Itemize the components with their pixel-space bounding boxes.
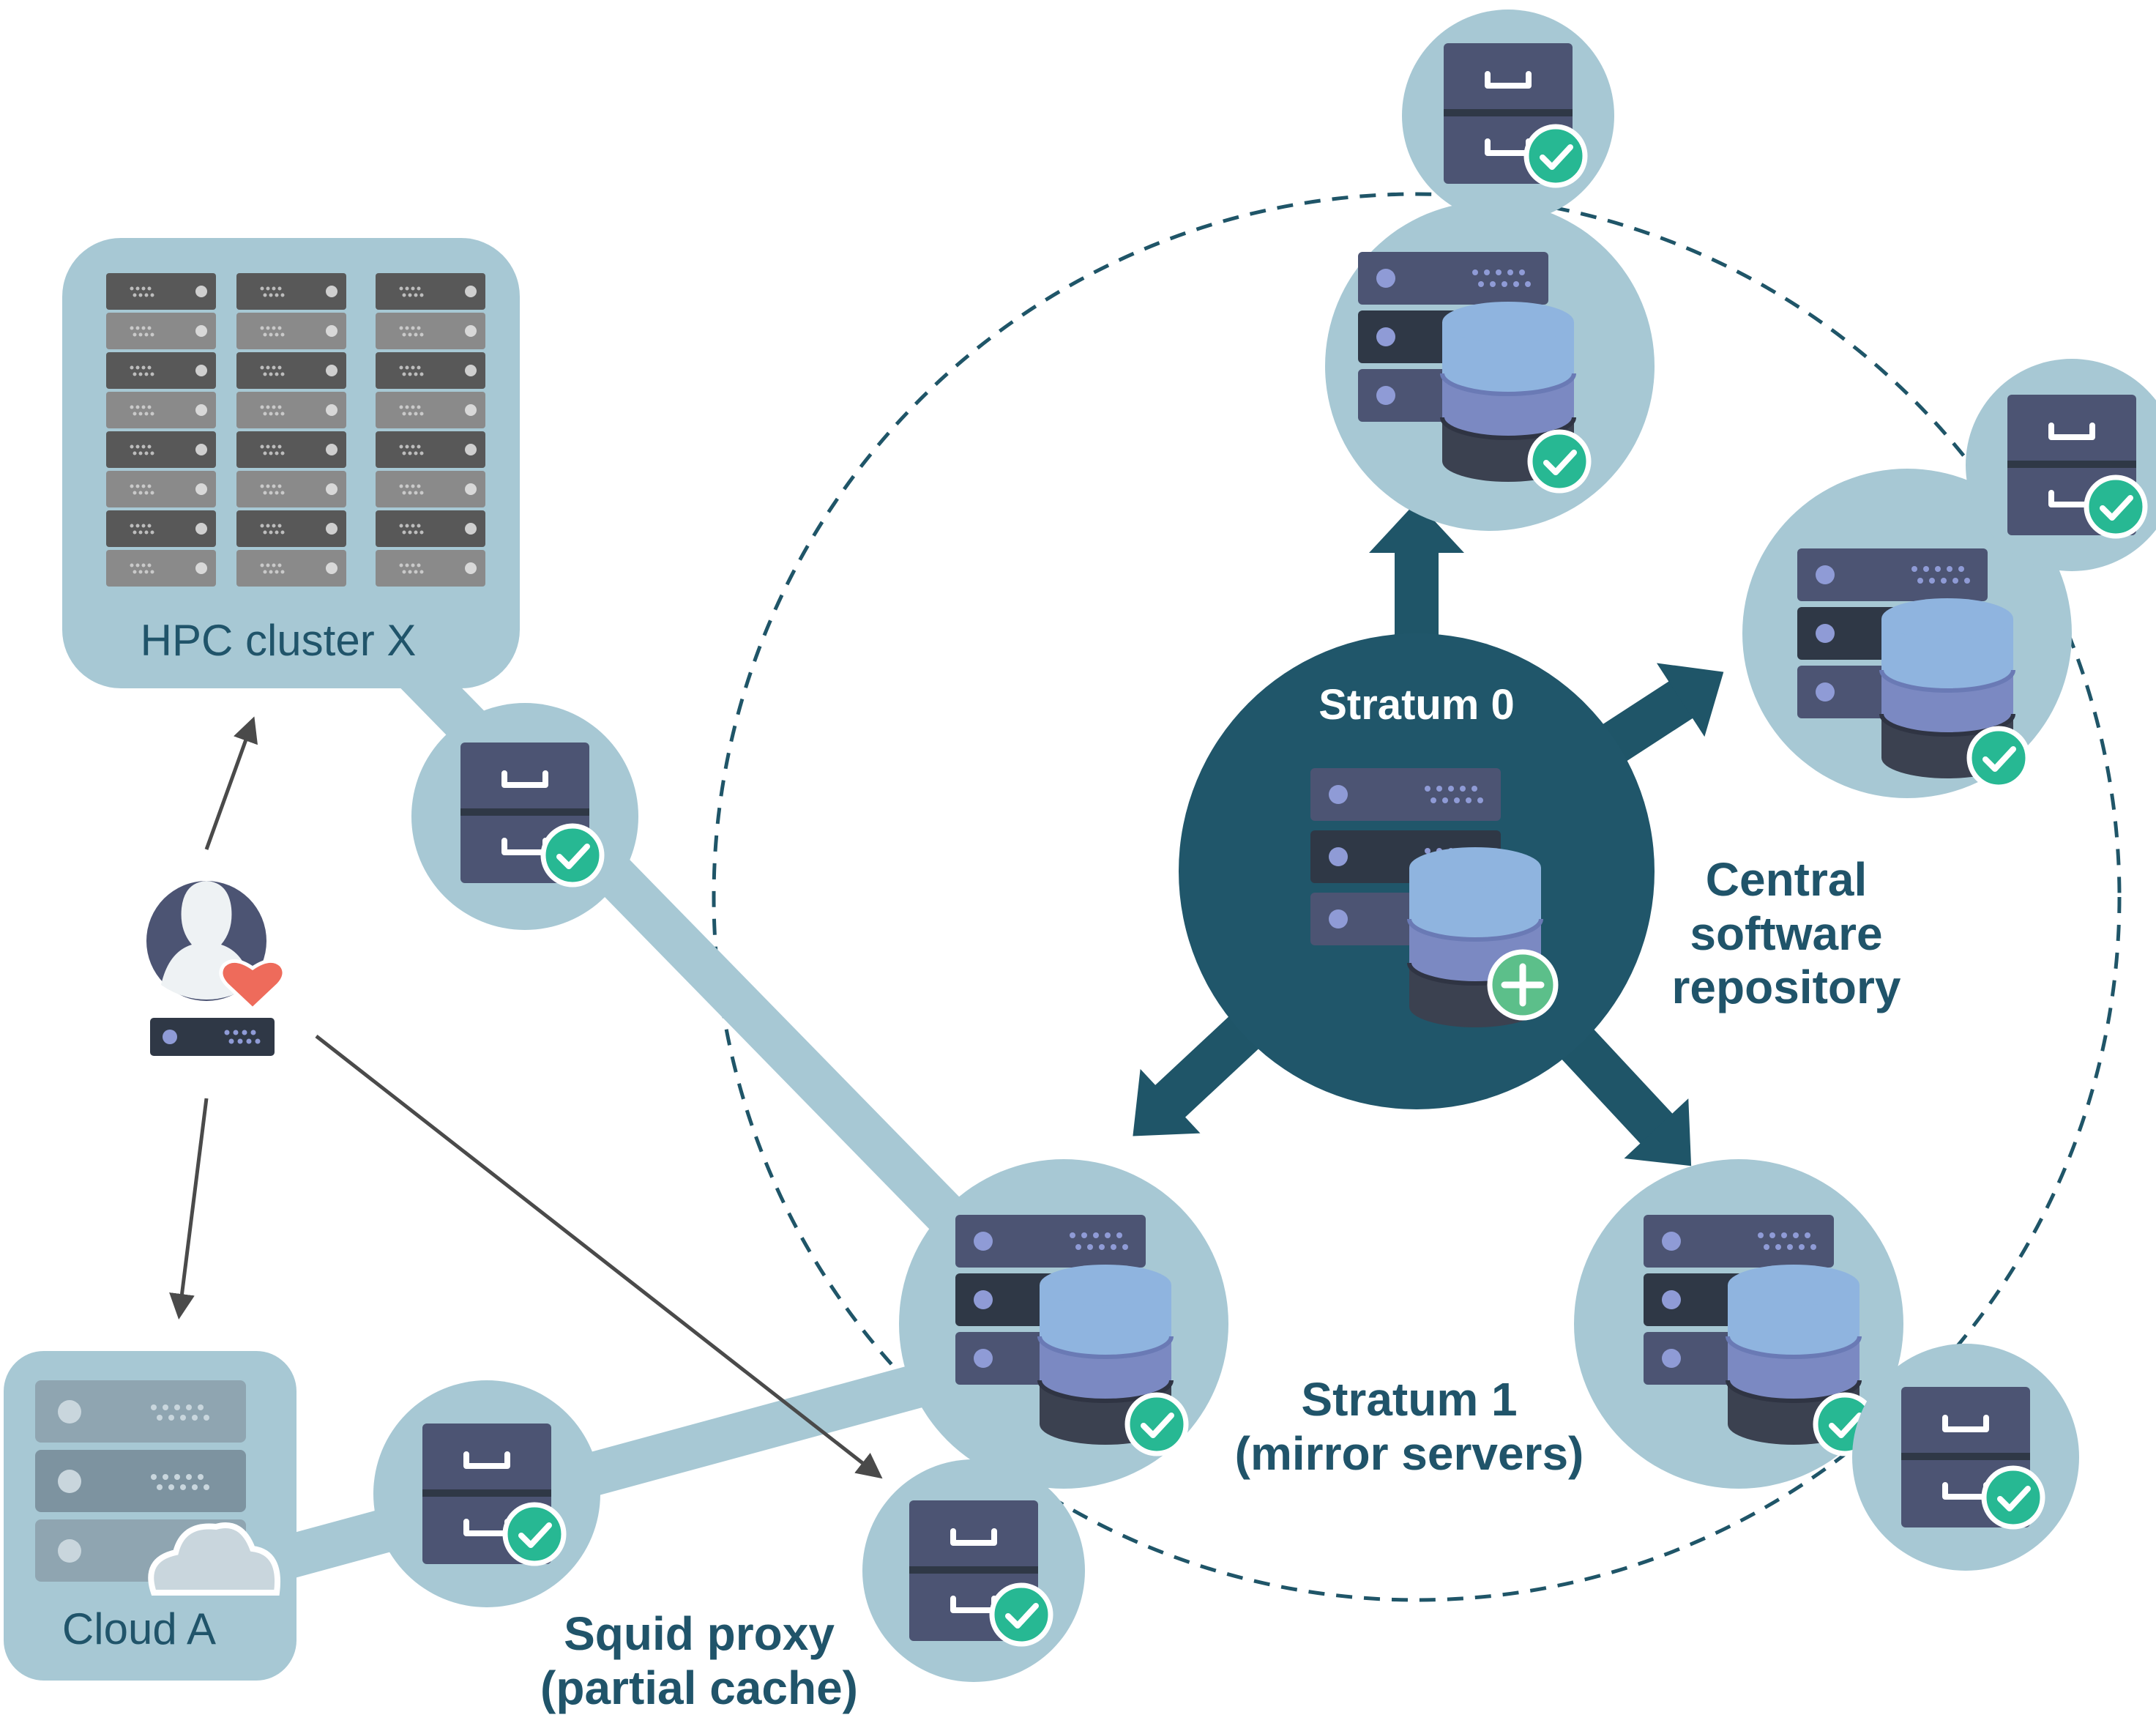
central-repository-line-1: Central	[1705, 853, 1868, 906]
central-repository-line-3: repository	[1671, 961, 1901, 1014]
stratum0-label: Stratum 0	[1318, 681, 1515, 729]
stratum1-server-right	[1742, 469, 2072, 798]
proxy-cabinet-right	[1966, 359, 2156, 571]
cloud-box	[4, 1351, 296, 1681]
squid-proxy-line-2: (partial cache)	[540, 1661, 858, 1714]
stratum1-line-1: Stratum 1	[1301, 1373, 1518, 1426]
hpc-cluster-label: HPC cluster X	[140, 616, 417, 665]
squid-proxy-label: Squid proxy (partial cache)	[509, 1607, 889, 1715]
user-to-squid-arrow	[315, 1035, 883, 1479]
proxy-cabinet-cloud	[373, 1380, 600, 1607]
stratum1-ring	[712, 192, 2122, 1602]
user-laptop-server-icon	[150, 1018, 275, 1056]
cloud-label: Cloud A	[61, 1604, 217, 1653]
stratum1-server-bottom-right	[1574, 1159, 1903, 1489]
proxy-cabinet-hpc	[411, 703, 638, 930]
stratum0-server-stack-icon	[1310, 768, 1559, 1027]
heart-icon	[219, 959, 286, 1012]
stratum1-server-bottom-left	[899, 1159, 1228, 1489]
central-repository-line-2: software	[1690, 907, 1883, 960]
plus-badge-icon	[1487, 949, 1559, 1021]
proxy-cabinet-squid	[862, 1459, 1085, 1682]
user-to-hpc-arrow	[204, 716, 258, 850]
stratum1-line-2: (mirror servers)	[1234, 1426, 1584, 1480]
proxy-cabinet-bottom-right	[1852, 1344, 2079, 1571]
stratum1-label: Stratum 1 (mirror servers)	[1197, 1373, 1622, 1481]
hpc-cluster-box	[62, 238, 520, 688]
central-repository-label: Central software repository	[1640, 853, 1933, 1015]
user-to-cloud-arrow	[169, 1098, 209, 1320]
stratum1-server-top	[1325, 201, 1655, 531]
cloud-icon	[148, 1522, 280, 1596]
squid-proxy-line-1: Squid proxy	[564, 1607, 835, 1660]
proxy-cabinet-top	[1402, 10, 1614, 222]
